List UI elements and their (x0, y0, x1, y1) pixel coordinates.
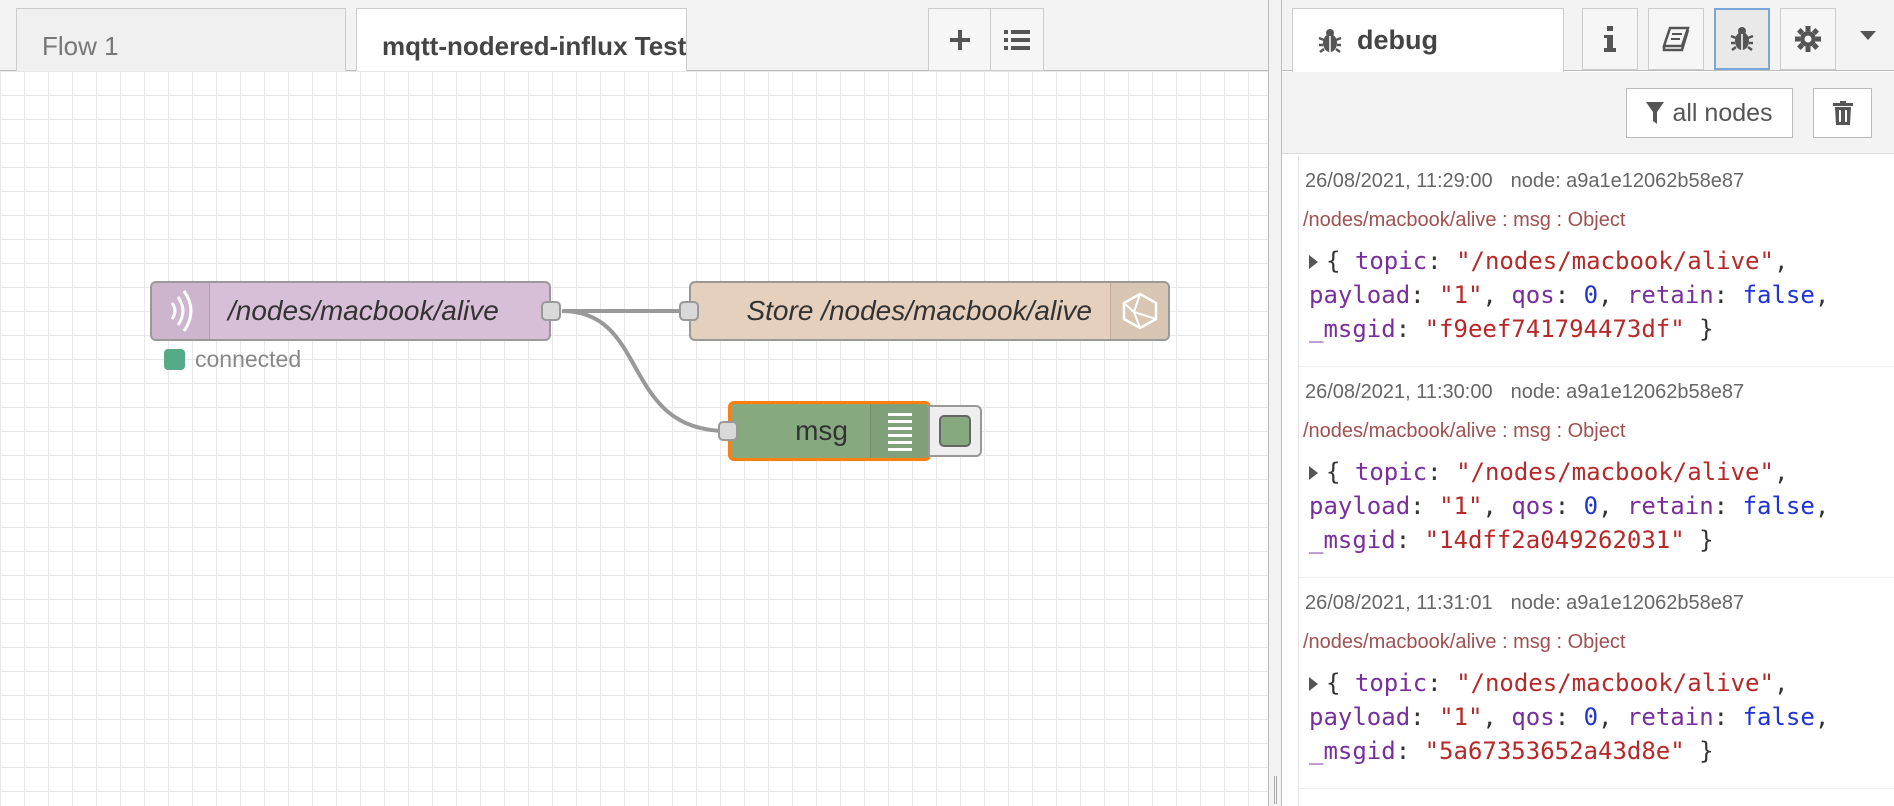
message-payload[interactable]: { topic: "/nodes/macbook/alive", payload… (1309, 669, 1830, 765)
expand-arrow-icon[interactable] (1309, 466, 1318, 480)
sidebar: debug all nodes 26/08/2021, 11:29:00 node… (1282, 0, 1894, 806)
list-flows-button[interactable] (990, 8, 1044, 71)
book-icon (1662, 26, 1690, 52)
tab-label: Flow 1 (42, 31, 119, 61)
plus-icon (949, 29, 970, 50)
flow-canvas[interactable] (0, 71, 1268, 806)
message-payload[interactable]: { topic: "/nodes/macbook/alive", payload… (1309, 458, 1830, 554)
message-topic[interactable]: /nodes/macbook/alive : msg : Object (1303, 209, 1626, 231)
chevron-down-icon (1860, 31, 1876, 40)
tab-debug[interactable]: debug (1292, 8, 1564, 72)
list-icon (1004, 29, 1030, 50)
message-node-link[interactable]: node: a9a1e12062b58e87 (1510, 170, 1745, 192)
expand-arrow-icon[interactable] (1309, 677, 1318, 691)
status-dot (164, 349, 185, 370)
help-tab-button[interactable] (1648, 8, 1704, 70)
sidebar-tab-bar: debug (1282, 0, 1894, 72)
debug-lines-icon (870, 404, 928, 458)
info-icon (1604, 26, 1616, 52)
message-node-link[interactable]: node: a9a1e12062b58e87 (1510, 592, 1745, 614)
config-tab-button[interactable] (1780, 8, 1836, 70)
message-timestamp: 26/08/2021, 11:30:00 (1305, 381, 1493, 403)
tab-flow-1[interactable]: Flow 1 (16, 8, 346, 72)
node-label: /nodes/macbook/alive (228, 295, 499, 326)
clear-messages-button[interactable] (1813, 88, 1872, 138)
node-status: connected (164, 346, 301, 373)
bug-icon (1730, 27, 1754, 51)
influxdb-out-node[interactable]: Store /nodes/macbook/alive (679, 281, 1170, 341)
message-node-link[interactable]: node: a9a1e12062b58e87 (1510, 381, 1745, 403)
add-flow-button[interactable] (928, 8, 991, 71)
debug-message: 26/08/2021, 11:31:01 node: a9a1e12062b58e… (1299, 578, 1894, 789)
sidebar-menu-dropdown[interactable] (1858, 28, 1878, 47)
message-payload[interactable]: { topic: "/nodes/macbook/alive", payload… (1309, 247, 1830, 343)
expand-arrow-icon[interactable] (1309, 255, 1318, 269)
message-timestamp: 26/08/2021, 11:31:01 (1305, 592, 1493, 614)
status-text: connected (195, 346, 302, 372)
node-label: msg (795, 415, 848, 446)
message-topic[interactable]: /nodes/macbook/alive : msg : Object (1303, 631, 1626, 653)
debug-message: 26/08/2021, 11:30:00 node: a9a1e12062b58e… (1299, 367, 1894, 578)
debug-node[interactable]: msg (718, 401, 931, 461)
message-meta: 26/08/2021, 11:30:00 node: a9a1e12062b58e… (1299, 381, 1894, 404)
message-meta: 26/08/2021, 11:29:00 node: a9a1e12062b58e… (1299, 170, 1894, 193)
filter-nodes-button[interactable]: all nodes (1626, 88, 1793, 138)
tab-mqtt-nodered-influx-test[interactable]: mqtt-nodered-influx Test (356, 8, 687, 72)
filter-label: all nodes (1672, 98, 1773, 127)
message-topic[interactable]: /nodes/macbook/alive : msg : Object (1303, 420, 1626, 442)
input-port[interactable] (718, 421, 738, 441)
filter-icon (1646, 102, 1665, 124)
gear-icon (1795, 26, 1821, 52)
tab-label: mqtt-nodered-influx Test (382, 31, 687, 61)
sidebar-splitter[interactable] (1268, 0, 1282, 806)
debug-toolbar: all nodes (1282, 72, 1894, 154)
output-port[interactable] (541, 301, 561, 321)
debug-message: 26/08/2021, 11:29:00 node: a9a1e12062b58e… (1299, 156, 1894, 367)
splitter-grip[interactable] (1274, 776, 1277, 804)
tab-title: debug (1357, 25, 1438, 55)
input-port[interactable] (679, 301, 699, 321)
mqtt-in-node[interactable]: /nodes/macbook/alive (150, 281, 561, 341)
debug-message-list[interactable]: 26/08/2021, 11:29:00 node: a9a1e12062b58e… (1298, 156, 1894, 806)
message-timestamp: 26/08/2021, 11:29:00 (1305, 170, 1493, 192)
toggle-indicator (939, 415, 971, 447)
bug-icon (1318, 28, 1342, 53)
message-meta: 26/08/2021, 11:31:01 node: a9a1e12062b58e… (1299, 592, 1894, 615)
workspace: Flow 1 mqtt-nodered-influx Test /nodes/m… (0, 0, 1268, 806)
mqtt-wave-icon (152, 283, 210, 339)
trash-icon (1832, 101, 1853, 125)
debug-tab-button[interactable] (1714, 8, 1770, 70)
flow-tab-bar: Flow 1 mqtt-nodered-influx Test (0, 0, 1268, 72)
node-label: Store /nodes/macbook/alive (746, 295, 1092, 326)
info-tab-button[interactable] (1582, 8, 1638, 70)
debug-toggle-button[interactable] (928, 405, 982, 457)
influxdb-icon (1110, 283, 1168, 339)
